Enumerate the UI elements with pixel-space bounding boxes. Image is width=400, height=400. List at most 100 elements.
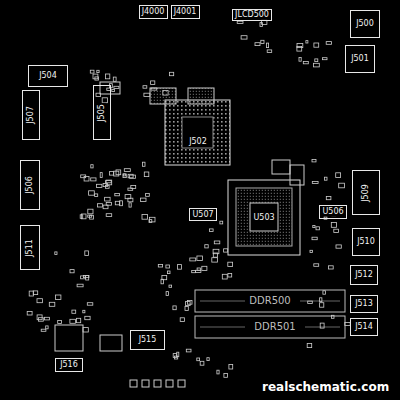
smd-part — [314, 264, 319, 267]
smd-part — [81, 276, 86, 279]
smd-part — [113, 77, 116, 81]
smd-part — [49, 302, 55, 306]
smd-part — [339, 183, 345, 188]
component-outline: U507 — [189, 208, 217, 221]
smd-part — [77, 284, 83, 287]
smd-part — [114, 171, 119, 176]
smd-part — [82, 214, 87, 219]
smd-part — [222, 274, 227, 279]
smd-part — [220, 221, 223, 224]
reference-designator: JLCD500 — [234, 11, 270, 19]
smd-part — [115, 201, 120, 205]
smd-part — [55, 252, 57, 255]
smd-part — [41, 329, 46, 331]
smd-part — [166, 292, 168, 296]
smd-part — [105, 197, 111, 201]
smd-part — [100, 173, 102, 178]
smd-part — [169, 285, 172, 287]
smd-part — [33, 291, 38, 295]
smd-part — [76, 318, 80, 322]
reference-designator: J502 — [188, 138, 208, 146]
reference-designator: J4000 — [141, 8, 166, 16]
component-outline: J510 — [352, 228, 380, 256]
smd-part — [312, 160, 316, 162]
smd-part — [46, 326, 48, 329]
component-outline: J513 — [350, 295, 378, 313]
smd-part — [103, 184, 107, 187]
smd-part — [81, 175, 86, 178]
smd-part — [37, 315, 42, 320]
smd-part — [86, 275, 89, 280]
smd-part — [326, 42, 331, 45]
component-outline: J502 — [180, 136, 216, 148]
smd-part — [217, 370, 219, 374]
smd-part — [202, 266, 207, 270]
smd-part — [207, 358, 209, 361]
smd-part — [124, 169, 130, 172]
smd-part — [115, 193, 120, 195]
smd-part — [88, 209, 93, 214]
smd-part — [326, 196, 331, 199]
smd-part — [173, 354, 177, 358]
smd-part — [224, 373, 228, 377]
smd-part — [91, 178, 96, 181]
smd-part — [316, 227, 319, 230]
smd-part — [116, 170, 121, 175]
smd-part — [297, 46, 302, 51]
watermark: realschematic.com — [262, 380, 389, 394]
smd-part — [214, 241, 220, 244]
smd-part — [213, 253, 217, 257]
smd-part — [143, 86, 147, 89]
smd-part — [180, 318, 184, 322]
smd-part — [320, 323, 324, 328]
smd-part — [308, 301, 313, 303]
smd-part — [312, 237, 317, 240]
smd-part — [186, 349, 191, 352]
smd-part — [151, 81, 155, 85]
smd-part — [85, 251, 89, 256]
smd-part — [299, 57, 301, 61]
smd-part — [97, 204, 102, 207]
smd-part — [210, 229, 214, 232]
smd-part — [112, 89, 115, 91]
smd-part — [142, 215, 148, 220]
smd-part — [205, 245, 208, 248]
smd-part — [70, 270, 74, 273]
component-outline: J4000 — [139, 5, 168, 19]
component-outline: J507 — [22, 90, 40, 140]
smd-part — [255, 43, 260, 46]
smd-part — [310, 250, 313, 252]
smd-part — [95, 77, 99, 80]
smd-part — [70, 319, 76, 323]
smd-part — [312, 181, 318, 183]
smd-part — [27, 311, 32, 315]
smd-part — [241, 36, 247, 39]
smd-part — [197, 256, 203, 261]
smd-part — [114, 86, 119, 88]
smd-part — [85, 316, 90, 319]
smd-part — [237, 21, 243, 23]
smd-part — [150, 217, 156, 222]
smd-part — [97, 70, 99, 72]
smd-part — [110, 172, 114, 176]
component-outline: J516 — [55, 358, 83, 372]
component-outline: J504 — [28, 65, 68, 87]
reference-designator: U507 — [191, 211, 214, 219]
smd-part — [224, 249, 228, 252]
smd-part — [314, 63, 320, 67]
component-outline: JLCD500 — [232, 9, 272, 21]
reference-designator: J506 — [26, 175, 34, 195]
component-outline: J512 — [350, 265, 378, 285]
smd-part — [128, 174, 133, 178]
smd-part — [106, 203, 111, 206]
reference-designator: J501 — [350, 55, 370, 63]
smd-part — [146, 193, 150, 196]
component-outline: J506 — [20, 160, 40, 210]
component-outline: J501 — [345, 45, 375, 73]
reference-designator: U506 — [321, 208, 344, 216]
component-outline: J4001 — [171, 5, 200, 19]
smd-part — [129, 203, 131, 207]
component-outline: U503 — [240, 210, 288, 226]
reference-designator: J504 — [38, 72, 58, 80]
